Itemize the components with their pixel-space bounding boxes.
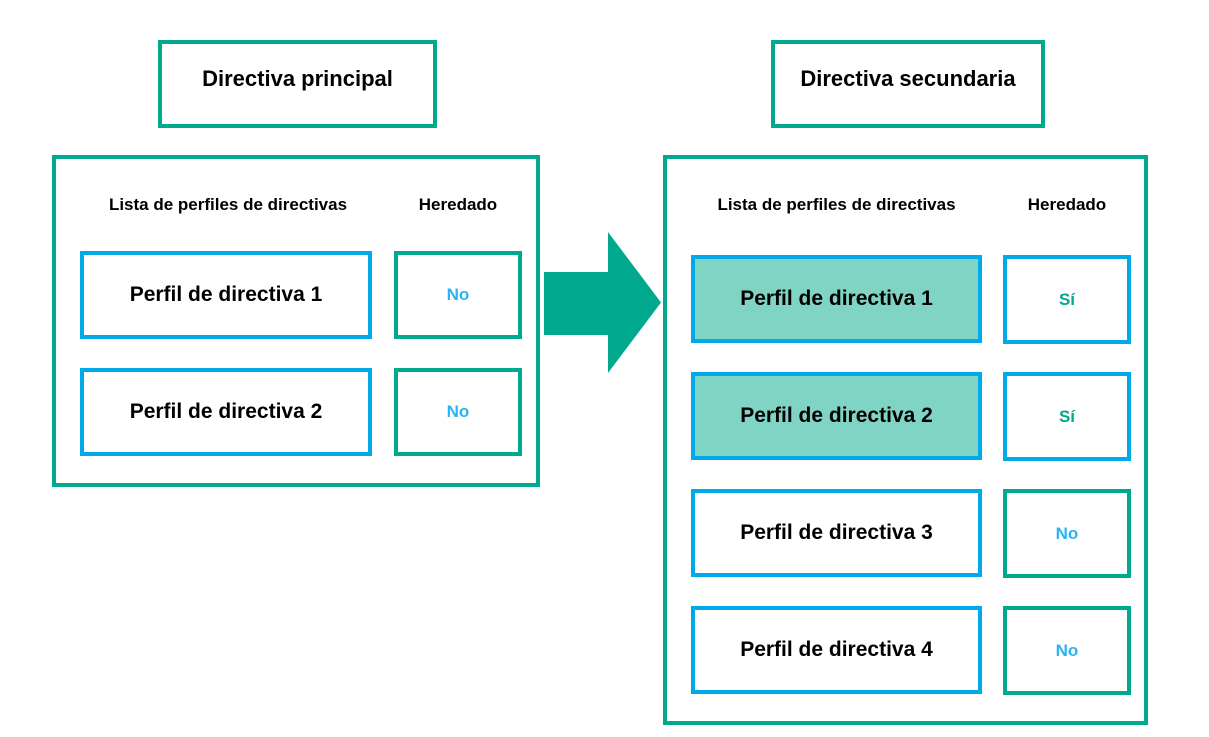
- main-inherited-header: Heredado: [418, 195, 498, 214]
- main-policy-panel: Lista de perfiles de directivas Heredado…: [52, 155, 540, 487]
- inheritance-arrow: [544, 232, 661, 373]
- secondary-inherited-value-4: No: [1055, 640, 1079, 660]
- secondary-list-header: Lista de perfiles de directivas: [717, 195, 956, 214]
- secondary-inherited-box-1: Sí: [1003, 255, 1131, 344]
- main-profile-box-2: Perfil de directiva 2: [80, 368, 372, 456]
- secondary-profile-label-3: Perfil de directiva 3: [740, 521, 933, 544]
- secondary-profile-box-3: Perfil de directiva 3: [691, 489, 982, 577]
- main-profile-label-1: Perfil de directiva 1: [129, 283, 323, 306]
- secondary-inherited-value-3: No: [1055, 523, 1079, 543]
- main-inherited-value-2: No: [446, 402, 470, 421]
- main-policy-title: Directiva principal: [202, 66, 393, 91]
- main-inherited-box-1: No: [394, 251, 522, 339]
- secondary-inherited-value-2: Sí: [1058, 406, 1076, 426]
- main-policy-title-box: Directiva principal: [158, 40, 437, 128]
- main-profile-box-1: Perfil de directiva 1: [80, 251, 372, 339]
- secondary-profile-label-2: Perfil de directiva 2: [740, 404, 933, 427]
- secondary-policy-title-box: Directiva secundaria: [771, 40, 1045, 128]
- secondary-profile-label-1: Perfil de directiva 1: [740, 287, 933, 310]
- secondary-profile-box-1: Perfil de directiva 1: [691, 255, 982, 343]
- secondary-policy-panel: Lista de perfiles de directivas Heredado…: [663, 155, 1148, 725]
- main-profile-label-2: Perfil de directiva 2: [129, 400, 323, 423]
- secondary-inherited-box-2: Sí: [1003, 372, 1131, 461]
- main-inherited-box-2: No: [394, 368, 522, 456]
- secondary-inherited-box-3: No: [1003, 489, 1131, 578]
- secondary-profile-box-4: Perfil de directiva 4: [691, 606, 982, 694]
- secondary-profile-label-4: Perfil de directiva 4: [740, 638, 933, 661]
- secondary-profile-box-2: Perfil de directiva 2: [691, 372, 982, 460]
- right-arrow-icon: [544, 232, 661, 373]
- secondary-inherited-box-4: No: [1003, 606, 1131, 695]
- main-inherited-value-1: No: [446, 285, 470, 304]
- main-list-header: Lista de perfiles de directivas: [108, 195, 348, 214]
- secondary-inherited-header: Heredado: [1027, 195, 1107, 214]
- secondary-policy-title: Directiva secundaria: [800, 66, 1016, 91]
- secondary-inherited-value-1: Sí: [1058, 289, 1076, 309]
